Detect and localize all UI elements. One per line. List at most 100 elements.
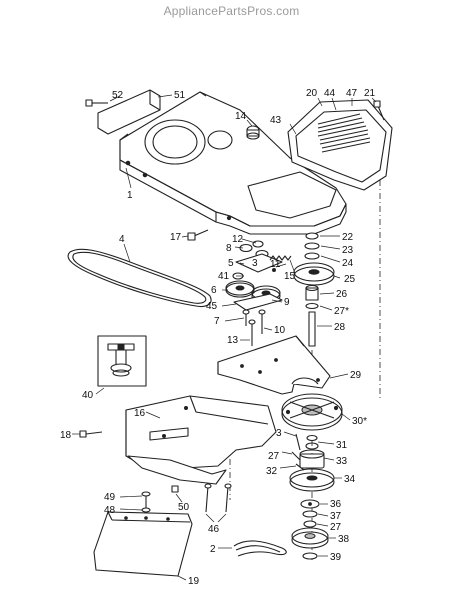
part-16-deflector[interactable]	[125, 395, 277, 485]
callout-40: 40	[82, 390, 94, 401]
callout-1: 1	[127, 190, 133, 201]
callout-44: 44	[324, 88, 336, 99]
callout-3b: 3	[276, 428, 282, 439]
part-22-nut	[305, 232, 319, 240]
callout-7: 7	[214, 316, 220, 327]
callout-45: 45	[206, 301, 218, 312]
callout-41: 41	[218, 271, 230, 282]
callout-46: 46	[208, 524, 220, 535]
callout-33: 33	[336, 456, 348, 467]
callout-5: 5	[228, 258, 234, 269]
part-3-bolt	[295, 433, 301, 451]
part-51-plate[interactable]	[97, 89, 173, 135]
callout-13: 13	[227, 335, 239, 346]
callout-28: 28	[334, 322, 346, 333]
callout-37: 37	[330, 511, 342, 522]
part-34-blade-hub[interactable]	[289, 468, 342, 492]
callout-labels: 52 51 20 44 47 21 14 43 1 4 17 12 8 3 5 …	[60, 88, 376, 587]
part-8-washer	[239, 243, 253, 253]
callout-27b: 27	[268, 451, 280, 462]
part-23-washer	[304, 242, 320, 250]
part-30-spindle-housing[interactable]	[281, 393, 351, 431]
callout-38: 38	[338, 534, 350, 545]
part-33-adapter	[299, 453, 325, 469]
part-27-washer-lower	[303, 520, 317, 528]
lower-left-hardware[interactable]	[119, 483, 232, 523]
part-44-vent-grille	[317, 113, 371, 153]
callout-26: 26	[336, 289, 348, 300]
part-52-screw[interactable]	[85, 95, 121, 107]
spindle-stack-upper[interactable]	[293, 232, 341, 347]
callout-6: 6	[211, 285, 217, 296]
callout-51: 51	[174, 90, 186, 101]
part-40-inset-detail[interactable]	[95, 335, 147, 395]
part-48-nut	[141, 507, 151, 513]
callout-19: 19	[188, 576, 200, 587]
callout-9: 9	[284, 297, 290, 308]
callout-18: 18	[60, 430, 72, 441]
part-4-drive-belt[interactable]	[67, 243, 212, 308]
idler-arm-assembly[interactable]	[221, 238, 297, 346]
blade-stack-lower[interactable]	[291, 499, 336, 560]
part-28-spindle-shaft	[308, 311, 316, 347]
part-15-spring	[269, 255, 292, 261]
callout-2: 2	[210, 544, 216, 555]
callout-20: 20	[306, 88, 318, 99]
watermark: AppliancePartsPros.com	[163, 4, 300, 18]
callout-27a: 27*	[334, 306, 349, 317]
part-45-arm-plate	[233, 293, 283, 311]
callout-4: 4	[119, 234, 125, 245]
callout-17: 17	[170, 232, 182, 243]
part-26-bushing	[305, 287, 319, 301]
callout-39: 39	[330, 552, 342, 563]
part-18-screw[interactable]	[72, 430, 103, 438]
spindle-stack-lower-hardware[interactable]	[279, 431, 335, 471]
callout-27c: 27	[330, 522, 342, 533]
part-46-bolt-a	[205, 485, 209, 513]
part-39-nut	[302, 552, 318, 560]
callout-32: 32	[266, 466, 278, 477]
callout-34: 34	[344, 474, 356, 485]
callout-22: 22	[342, 232, 354, 243]
callout-30: 30*	[352, 416, 367, 427]
callout-23: 23	[342, 245, 354, 256]
callout-47: 47	[346, 88, 358, 99]
part-21-screw[interactable]	[371, 97, 385, 121]
callout-12: 12	[232, 234, 244, 245]
part-12-nut	[252, 240, 264, 248]
part-24-washer	[304, 252, 320, 260]
part-37-washer	[302, 510, 318, 518]
part-27-washer	[305, 302, 319, 310]
callout-36: 36	[330, 499, 342, 510]
part-29-mounting-plate[interactable]	[217, 335, 349, 395]
callout-31: 31	[336, 440, 348, 451]
part-14-bushing[interactable]	[246, 119, 260, 140]
part-27-key	[291, 451, 301, 461]
part-2-cutting-line[interactable]	[218, 540, 287, 557]
callout-8: 8	[226, 243, 232, 254]
callout-21: 21	[364, 88, 376, 99]
callout-3a: 3	[252, 258, 258, 269]
callout-29: 29	[350, 370, 362, 381]
callout-15: 15	[284, 271, 296, 282]
callout-10: 10	[274, 325, 286, 336]
part-17-screw[interactable]	[181, 229, 209, 241]
callout-43: 43	[270, 115, 282, 126]
callout-48: 48	[104, 505, 116, 516]
part-46-bolt-b	[225, 485, 229, 513]
callout-16: 16	[134, 408, 146, 419]
callout-14: 14	[235, 111, 247, 122]
callout-49: 49	[104, 492, 116, 503]
part-38-blade-holder	[291, 531, 329, 549]
callout-24: 24	[342, 258, 354, 269]
callout-11: 11	[270, 259, 281, 270]
part-50-nut	[171, 485, 179, 493]
part-43-belt-cover[interactable]	[287, 97, 393, 191]
callout-25: 25	[344, 274, 356, 285]
part-19-flap[interactable]	[93, 511, 193, 581]
callout-52: 52	[112, 90, 124, 101]
part-1-main-housing[interactable]	[119, 91, 347, 235]
callout-50: 50	[178, 502, 190, 513]
